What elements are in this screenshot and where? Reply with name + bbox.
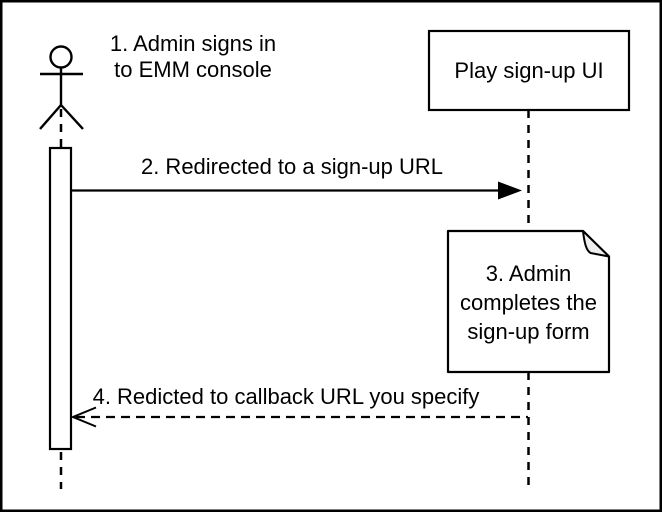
note-text: 3. Admin completes the sign-up form <box>460 261 597 344</box>
filled-arrowhead-icon <box>498 181 522 200</box>
note-outline <box>446 229 611 374</box>
activation-bar <box>48 146 73 451</box>
actor-leg-right <box>60 104 84 130</box>
message-4-label: 4. Redicted to callback URL you specify <box>92 384 480 409</box>
actor-head <box>49 45 73 69</box>
message-2-label: 2. Redirected to a sign-up URL <box>140 154 444 179</box>
open-arrowhead-icon <box>70 406 97 428</box>
actor-leg-left <box>39 104 62 130</box>
note-fold-icon <box>582 230 610 258</box>
actor-icon <box>39 45 84 130</box>
play-signup-ui-label: Play sign-up UI <box>454 57 604 83</box>
note-shape <box>446 229 611 374</box>
message-2-arrow <box>71 181 522 200</box>
actor-caption: 1. Admin signs in to EMM console <box>109 31 277 82</box>
message-4-arrow <box>70 406 528 428</box>
play-signup-ui-box <box>427 29 631 112</box>
